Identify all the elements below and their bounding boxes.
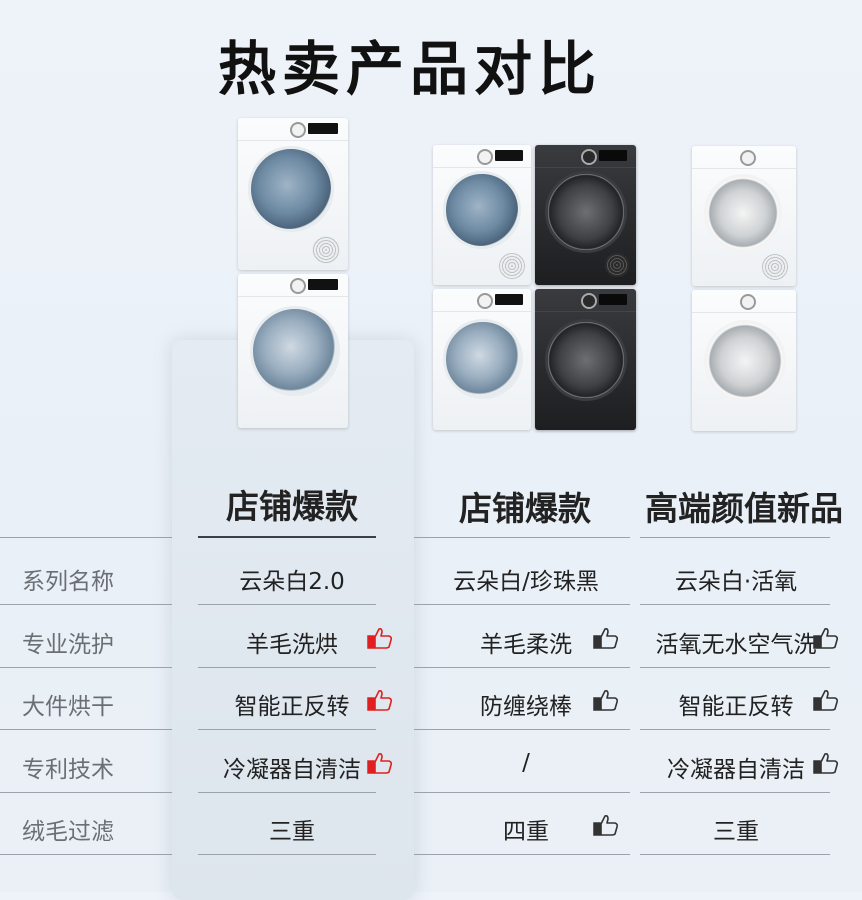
table-cell: 冷凝器自清洁 [223, 756, 361, 783]
header-divider-col2 [414, 537, 630, 538]
row-divider [0, 854, 172, 855]
row-label: 专业洗护 [22, 631, 114, 658]
table-cell: 云朵白·活氧 [674, 569, 798, 595]
row-divider [640, 729, 830, 730]
column-header-3: 高端颜值新品 [645, 489, 843, 528]
row-divider [198, 604, 376, 605]
product-image-3 [692, 146, 796, 431]
column-header-2: 店铺爆款 [459, 489, 591, 528]
header-divider-highlight [198, 536, 376, 538]
row-divider [414, 729, 630, 730]
table-cell: 羊毛柔洗 [480, 631, 572, 658]
highlighted-column-panel [172, 340, 414, 900]
row-divider [0, 791, 172, 793]
table-cell: 防缠绕棒 [480, 694, 572, 720]
row-label: 专利技术 [22, 756, 114, 783]
header-divider-left [0, 537, 172, 538]
thumbs-up-icon [593, 627, 619, 649]
thumbs-up-icon [593, 689, 619, 711]
row-divider [0, 666, 172, 668]
column-header-1: 店铺爆款 [226, 487, 358, 526]
row-label: 系列名称 [22, 569, 114, 595]
table-cell: / [522, 749, 530, 776]
table-cell: 智能正反转 [678, 694, 794, 720]
table-cell: 云朵白2.0 [239, 569, 345, 595]
row-divider [198, 791, 376, 793]
thumbs-up-icon [367, 689, 393, 711]
table-cell: 冷凝器自清洁 [667, 756, 805, 783]
row-label: 大件烘干 [22, 694, 114, 720]
row-divider [640, 604, 830, 605]
row-divider [0, 729, 172, 730]
thumbs-up-icon [367, 627, 393, 649]
row-divider [198, 729, 376, 730]
row-divider [198, 666, 376, 668]
thumbs-up-icon [813, 689, 839, 711]
product-image-1 [238, 118, 348, 428]
table-cell: 羊毛洗烘 [246, 631, 338, 658]
table-cell: 智能正反转 [234, 694, 350, 720]
thumbs-up-icon [367, 752, 393, 774]
row-divider [640, 791, 830, 793]
page-title: 热卖产品对比 [217, 35, 602, 103]
row-divider [198, 854, 376, 855]
table-cell: 三重 [713, 819, 759, 845]
product-image-2 [433, 145, 636, 430]
table-cell: 云朵白/珍珠黑 [453, 569, 599, 595]
thumbs-up-icon [593, 814, 619, 836]
table-cell: 四重 [503, 819, 549, 845]
row-divider [640, 854, 830, 855]
row-divider [414, 791, 630, 793]
thumbs-up-icon [813, 752, 839, 774]
row-divider [414, 666, 630, 668]
row-divider [640, 666, 830, 668]
header-divider-col3 [640, 537, 830, 538]
row-divider [414, 604, 630, 605]
row-label: 绒毛过滤 [22, 819, 114, 845]
row-divider [0, 604, 172, 605]
row-divider [414, 854, 630, 855]
table-cell: 三重 [269, 819, 315, 845]
thumbs-up-icon [813, 627, 839, 649]
table-cell: 活氧无水空气洗 [655, 631, 817, 658]
